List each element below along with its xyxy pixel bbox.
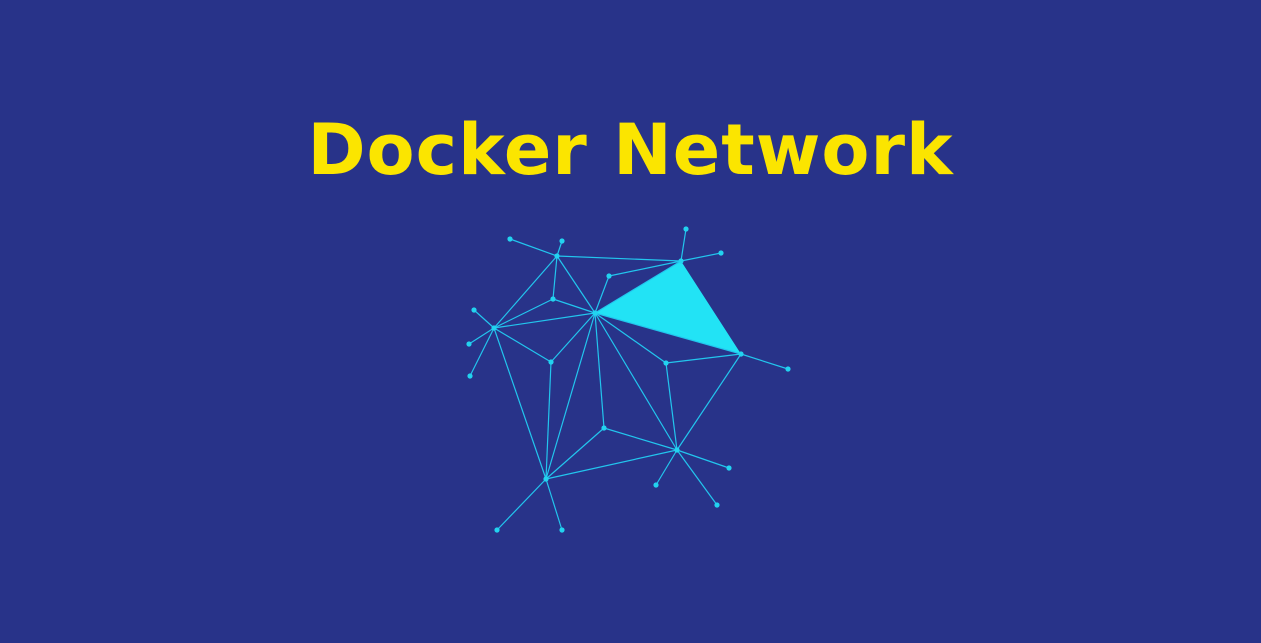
network-edge <box>608 260 682 277</box>
network-edge <box>509 238 558 257</box>
network-edge <box>676 449 718 506</box>
network-edge <box>594 260 682 314</box>
network-edge <box>594 312 667 364</box>
network-node <box>674 447 680 453</box>
network-edge <box>496 478 547 531</box>
network-node <box>466 341 472 347</box>
network-edge <box>493 255 558 329</box>
network-edge <box>594 312 605 429</box>
network-graph-icon <box>466 226 791 533</box>
network-edge <box>665 353 742 364</box>
network-node <box>554 253 560 259</box>
network-edge <box>556 255 596 314</box>
network-node <box>559 238 565 244</box>
network-node <box>606 273 612 279</box>
network-edge <box>556 240 563 257</box>
network-node <box>550 296 556 302</box>
network-edge <box>493 312 596 329</box>
network-node <box>592 310 598 316</box>
network-edge <box>545 449 678 480</box>
network-edge <box>594 275 610 314</box>
network-edge <box>556 255 682 262</box>
network-edge <box>493 327 552 363</box>
network-node <box>663 360 669 366</box>
network-edge <box>545 427 605 480</box>
network-node <box>718 250 724 256</box>
network-edge <box>552 255 558 300</box>
network-edge <box>680 228 687 262</box>
network-node <box>785 366 791 372</box>
network-edge <box>594 312 742 355</box>
network-highlight-triangle <box>595 261 741 354</box>
network-edge <box>550 312 596 363</box>
network-edge <box>594 312 678 451</box>
network-edge <box>680 252 722 262</box>
network-edge <box>676 449 730 469</box>
network-edge <box>603 427 678 451</box>
network-edge <box>468 327 495 345</box>
network-node <box>683 226 689 232</box>
network-node <box>494 527 500 533</box>
network-node <box>543 476 549 482</box>
network-edge <box>473 309 495 329</box>
network-node <box>726 465 732 471</box>
network-node <box>491 325 497 331</box>
page-title: Docker Network <box>307 109 954 191</box>
network-node <box>714 502 720 508</box>
network-edge <box>493 298 554 329</box>
network-edge <box>676 353 742 451</box>
network-edge <box>469 327 495 377</box>
network-node <box>559 527 565 533</box>
network-node <box>601 425 607 431</box>
network-edge <box>545 312 596 480</box>
network-node <box>507 236 513 242</box>
network-node <box>471 307 477 313</box>
network-edge <box>545 478 563 531</box>
network-edge <box>552 298 596 314</box>
network-node <box>738 351 744 357</box>
network-node <box>548 359 554 365</box>
network-node <box>653 482 659 488</box>
network-node <box>678 258 684 264</box>
network-edge <box>545 361 552 480</box>
network-edge <box>655 449 678 486</box>
network-edge <box>740 353 789 370</box>
network-edge <box>493 327 547 480</box>
network-edge <box>665 362 678 451</box>
network-node <box>467 373 473 379</box>
